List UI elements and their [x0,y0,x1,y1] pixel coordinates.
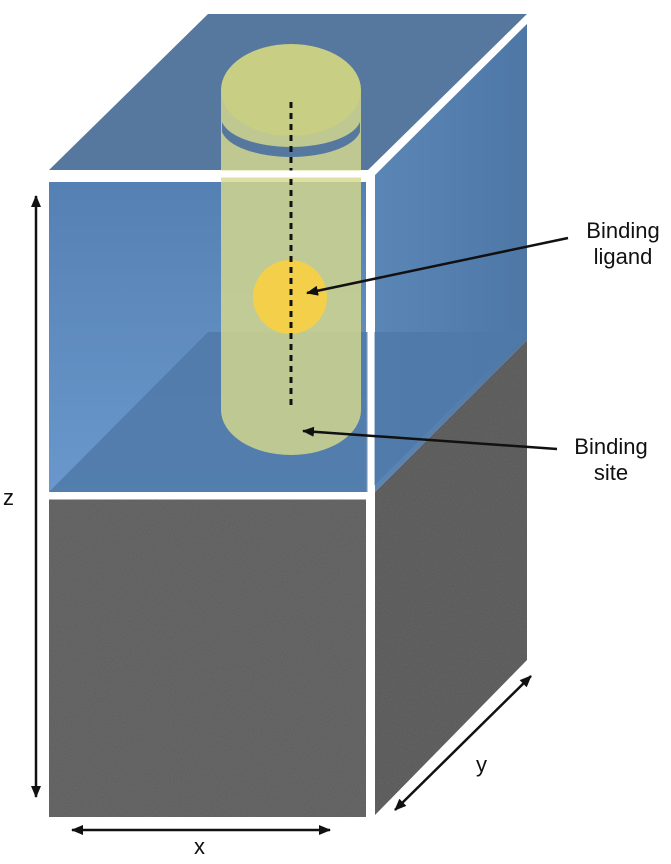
y-axis-label: y [476,752,487,777]
binding-ligand-arrow [306,236,569,296]
binding-ligand-label-line1: Binding [586,218,660,243]
z-axis-label: z [3,485,14,510]
y-axis-arrow [394,675,532,811]
x-axis-label: x [194,834,205,859]
binding-site-arrow [302,426,558,451]
binding-ligand-label: Binding ligand [568,218,671,270]
binding-site-label: Binding site [556,434,666,486]
binding-site-label-line2: site [593,460,629,485]
binding-ligand-label-line2: ligand [593,244,653,269]
box-frame [43,15,531,819]
binding-site-label-line1: Binding [574,434,648,459]
binding-ligand-sphere [253,260,327,334]
substrate-front-texture [49,497,366,817]
